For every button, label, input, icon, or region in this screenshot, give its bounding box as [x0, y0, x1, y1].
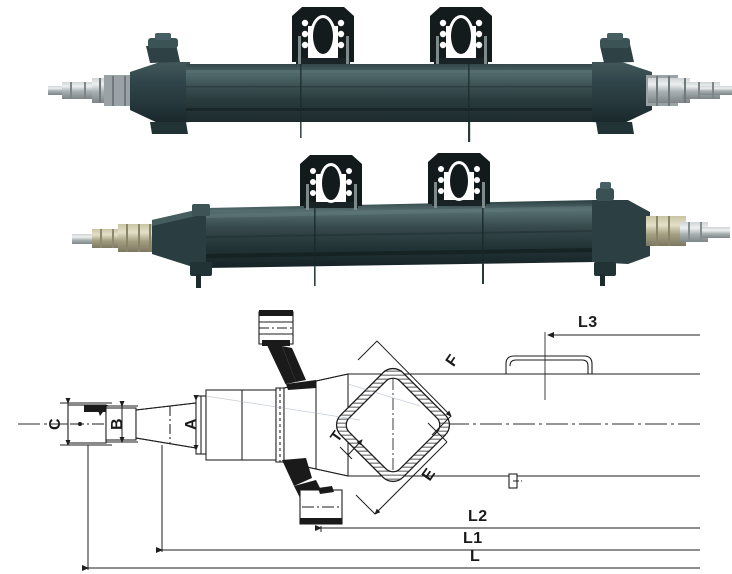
spring-seat-bracket-drawing-top [258, 310, 316, 390]
dim-L1 [156, 445, 700, 553]
axle-taper-left [152, 210, 210, 268]
dim-L [82, 445, 700, 571]
spring-seat-bracket-2 [430, 7, 492, 64]
spindle-right-2 [646, 216, 730, 246]
dim-label-L1: L1 [463, 530, 483, 547]
axle-photo-bottom [0, 150, 732, 300]
dim-label-L2: L2 [468, 508, 488, 525]
dim-label-A: A [183, 417, 201, 431]
dim-F [357, 340, 452, 436]
axle-dimension-drawing: C B A T E F L3 L2 L1 L [0, 300, 732, 574]
dim-E [355, 422, 448, 515]
spindle-end-detail [67, 404, 108, 444]
u-bolt-clamp-left [190, 204, 212, 288]
axle-end-housing-right-2 [592, 182, 650, 286]
dim-label-C: C [47, 417, 65, 431]
axle-main-beam [186, 64, 592, 142]
axle-end-housing-right [592, 33, 652, 134]
lower-pin-detail [508, 473, 524, 489]
spring-seat-bracket-4 [428, 153, 490, 208]
axle-main-beam-2 [206, 200, 596, 286]
dim-B [106, 401, 138, 443]
spring-seat-bracket-1 [292, 7, 354, 64]
dim-label-L: L [470, 548, 481, 565]
hub-barrel [205, 387, 285, 463]
axle-photo-top [0, 0, 732, 150]
u-bolt-drawing-right [505, 355, 593, 374]
spring-seat-bracket-3 [300, 155, 362, 210]
brake-mount-drawing [282, 458, 343, 525]
dim-label-B: B [109, 417, 127, 431]
dim-T [339, 439, 363, 460]
square-tube-body [348, 373, 700, 477]
dim-L2 [315, 525, 700, 532]
dim-C [60, 398, 112, 446]
axle-end-housing-left [130, 33, 190, 134]
spindle-left-2 [72, 224, 156, 252]
square-tube-cross-section [335, 367, 451, 483]
dim-label-L3: L3 [578, 314, 598, 331]
spindle-taper [135, 402, 197, 449]
spindle-right [646, 75, 732, 106]
